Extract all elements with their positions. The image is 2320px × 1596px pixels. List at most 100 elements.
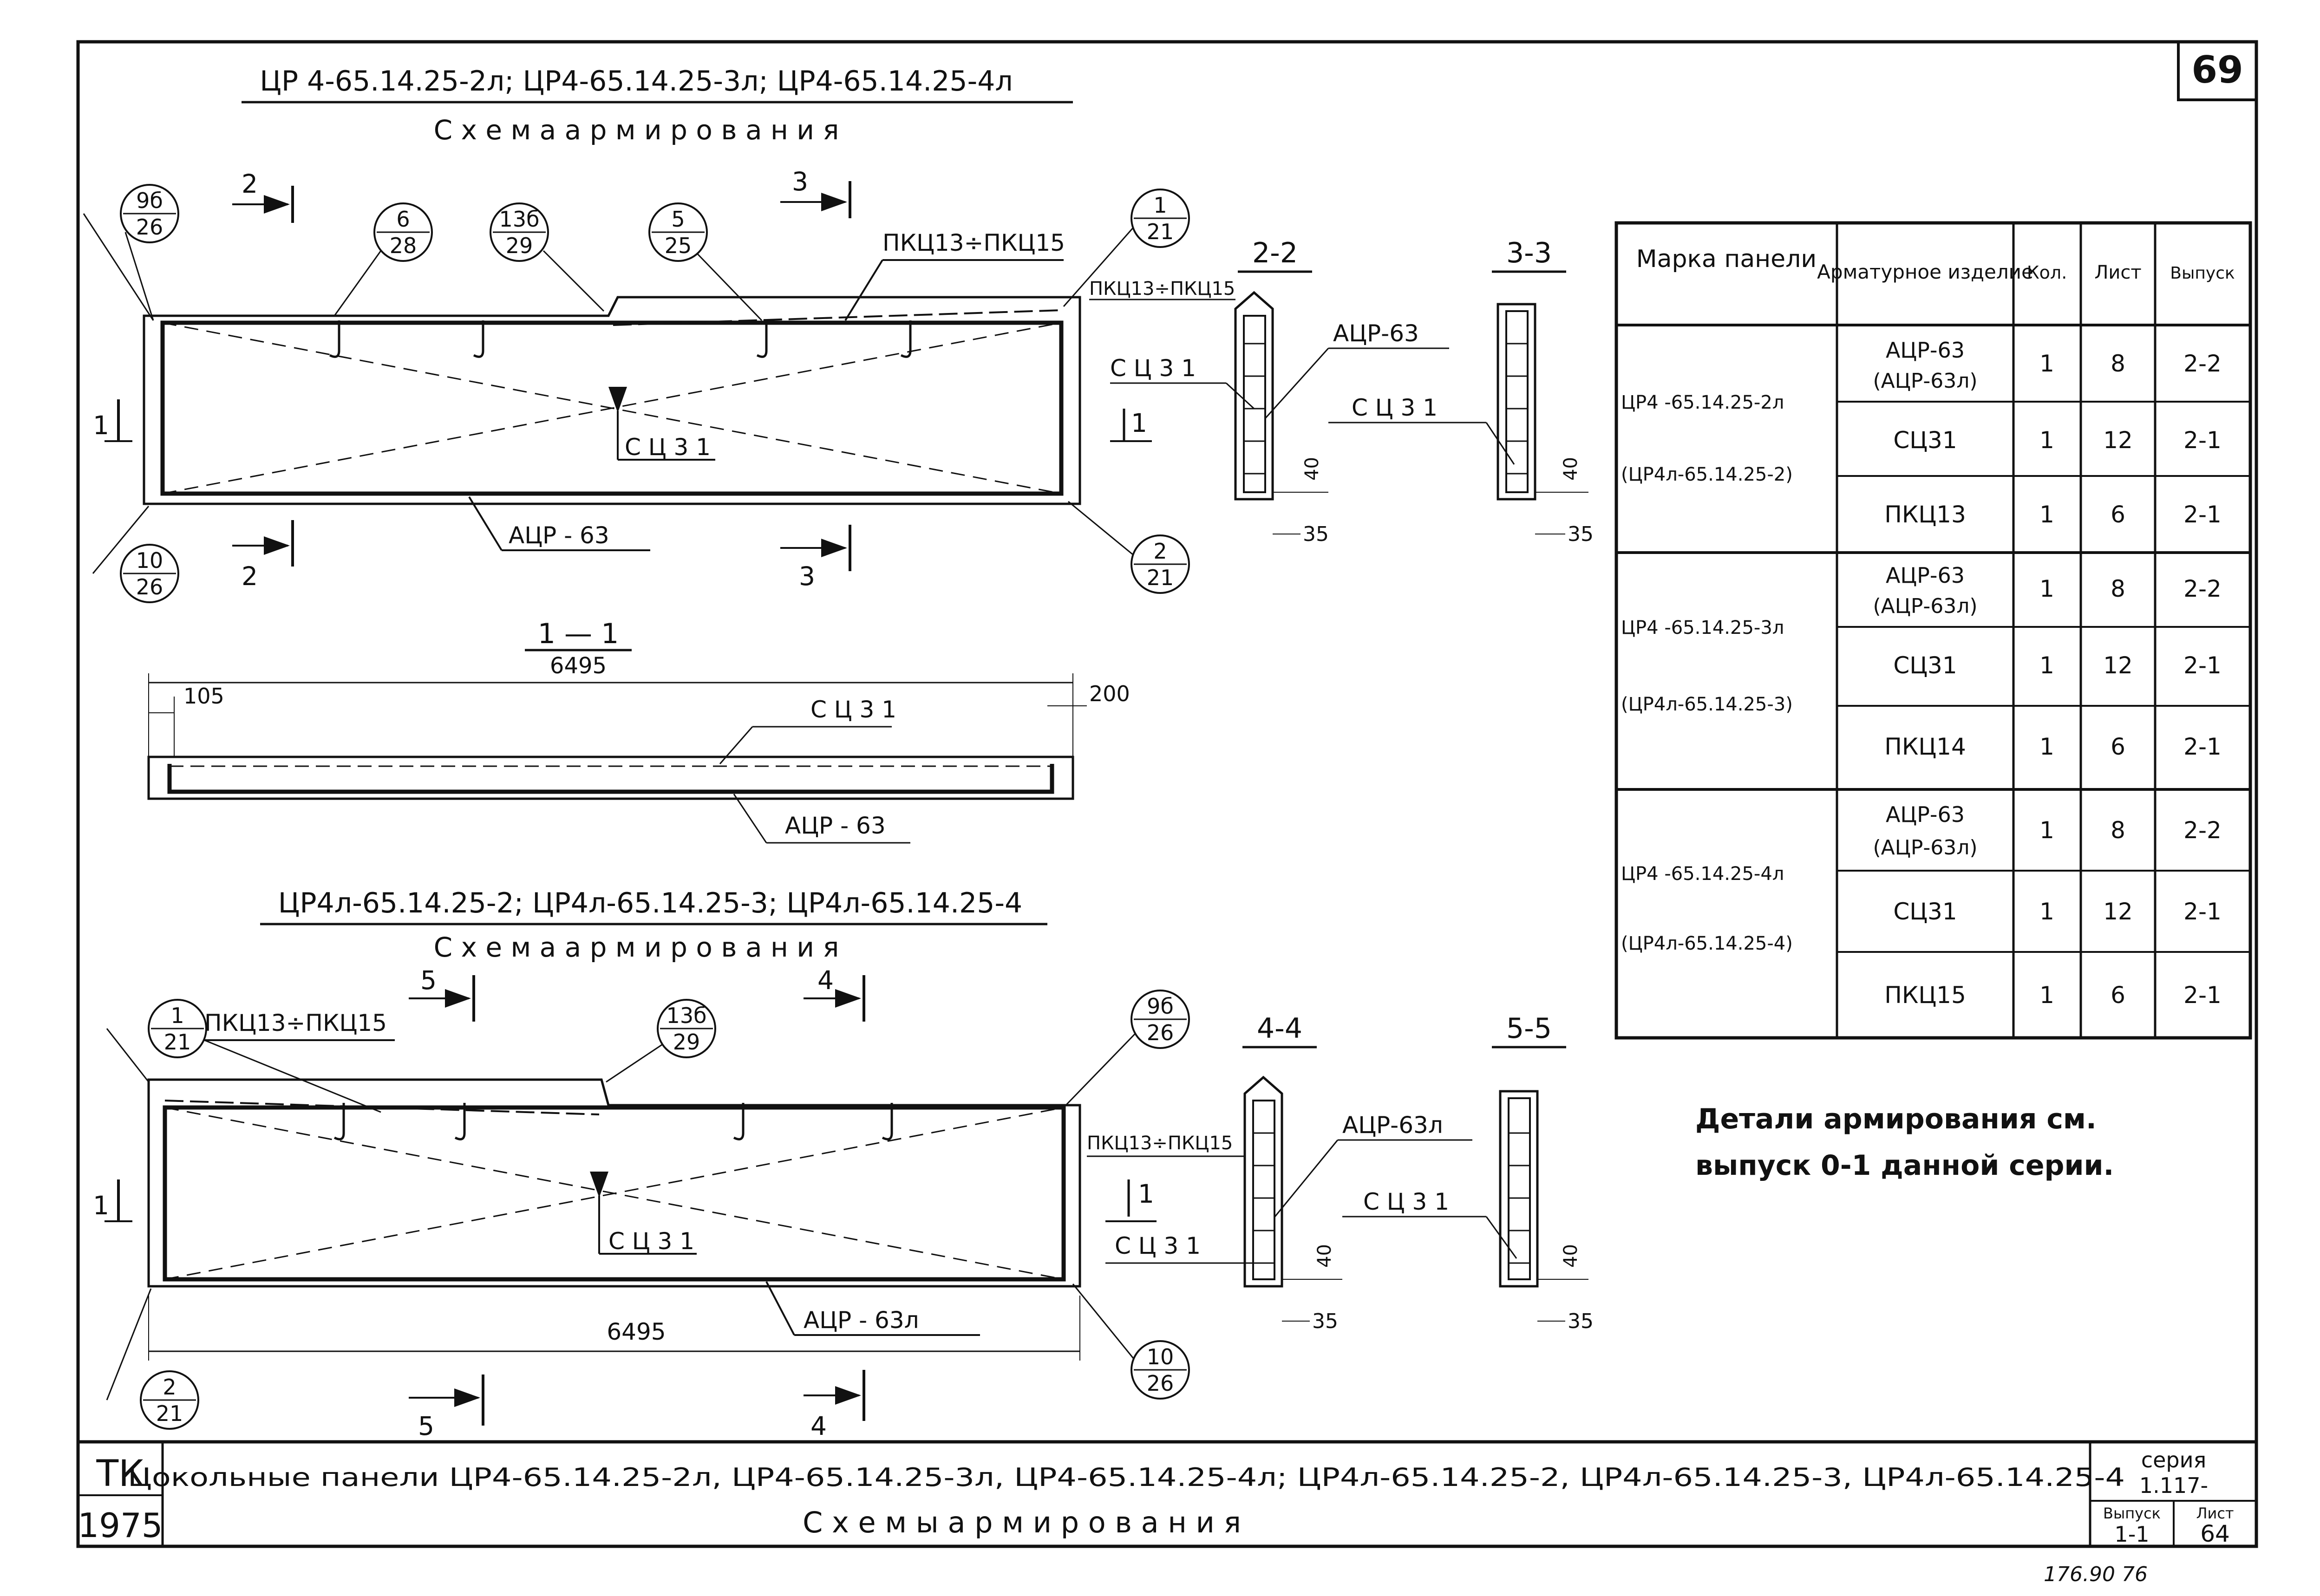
sec55-sc31-label: С Ц 3 1	[1363, 1188, 1449, 1215]
table-header-mark: Марка панели	[1636, 245, 1817, 273]
table-mark-alt: (ЦР4л-65.14.25-3)	[1621, 694, 1793, 715]
callout-top-10: 10 26	[92, 506, 179, 603]
section-4-4: 4-4 ПКЦ13÷ПКЦ15 1 С Ц 3 1 АЦР-63л 40 35	[1087, 1012, 1472, 1333]
section-1-1-title: 1 — 1	[538, 618, 619, 650]
cut-1-label-sec44: 1	[1138, 1179, 1154, 1209]
callout-top-2: 2 21	[1068, 501, 1190, 594]
sheet-value: 64	[2200, 1520, 2230, 1547]
table-header-item: Арматурное изделие	[1817, 261, 2033, 283]
top-panel-outline	[143, 296, 1081, 505]
table-sheet: 12	[2103, 898, 2133, 925]
callout-number: 5	[671, 207, 685, 232]
table-mark-alt: (ЦР4л-65.14.25-4)	[1621, 933, 1793, 954]
table-item: СЦ31	[1893, 427, 1957, 454]
top-loop-2	[473, 320, 484, 358]
sheet-subtitle: С х е м ы а р м и р о в а н и я	[803, 1505, 1241, 1539]
callout-bottom-10: 10 26	[1072, 1283, 1190, 1400]
table-item: АЦР-63	[1886, 802, 1965, 827]
bottom-panel-cage	[163, 1105, 1066, 1282]
table-issue: 2-2	[2183, 817, 2222, 844]
bottom-sc31-label: С Ц 3 1	[608, 1228, 694, 1255]
callout-sheet: 26	[136, 215, 163, 240]
callout-number: 1	[1153, 193, 1167, 218]
sec33-dim-40: 40	[1560, 457, 1582, 481]
callout-sheet: 21	[1147, 219, 1174, 244]
section-1-1-acr63: АЦР - 63	[785, 812, 886, 839]
callout-bottom-1: 1 21	[106, 999, 207, 1082]
top-loop-3	[756, 320, 768, 358]
top-title: ЦР 4-65.14.25-2л; ЦР4-65.14.25-3л; ЦР4-6…	[260, 65, 1013, 98]
sec22-pkc-label: ПКЦ13÷ПКЦ15	[1089, 278, 1235, 300]
table-mark-alt: (ЦР4л-65.14.25-2)	[1621, 464, 1793, 485]
cut-2-label-b: 2	[242, 561, 258, 591]
sec44-dim-40: 40	[1314, 1244, 1335, 1268]
bottom-loop-4	[882, 1103, 893, 1140]
table-item: ПКЦ13	[1884, 501, 1966, 528]
callout-number: 10	[1147, 1344, 1174, 1369]
section-1-1-dim-105: 105	[183, 684, 224, 709]
org-code: ТК	[96, 1453, 144, 1495]
table-sheet: 8	[2111, 817, 2125, 844]
callout-top-13b: 13б 29	[490, 202, 605, 312]
table-mark: ЦР4 -65.14.25-4л	[1621, 863, 1784, 885]
bottom-panel-pkc-bar	[164, 1100, 600, 1115]
table-issue: 2-1	[2183, 652, 2222, 679]
table-item-alt: (АЦР-63л)	[1873, 594, 1977, 618]
top-acr63-label: АЦР - 63	[509, 522, 609, 549]
section-5-5-title: 5-5	[1506, 1012, 1552, 1045]
table-issue: 2-1	[2183, 427, 2222, 454]
bottom-pkc-label: ПКЦ13÷ПКЦ15	[204, 1010, 387, 1036]
callout-number: 2	[1153, 539, 1167, 564]
table-item-alt: (АЦР-63л)	[1873, 369, 1977, 393]
callout-sheet: 26	[136, 574, 163, 599]
table-mark: ЦР4 -65.14.25-3л	[1621, 617, 1784, 638]
callout-number: 13б	[667, 1003, 707, 1028]
callout-sheet: 25	[665, 233, 692, 258]
table-item: ПКЦ15	[1884, 982, 1966, 1009]
callout-sheet: 21	[156, 1401, 183, 1426]
section-1-1-dim-200: 200	[1089, 681, 1130, 706]
table-sheet: 6	[2111, 733, 2125, 760]
bottom-panel-drawing: С Ц 3 1 АЦР - 63л ПКЦ13÷ПКЦ15 6495 1 5 5…	[93, 965, 1081, 1441]
series-label: серия	[2141, 1447, 2206, 1472]
table-item: АЦР-63	[1886, 338, 1965, 363]
section-2-2-title: 2-2	[1252, 237, 1298, 269]
callout-number: 9б	[1147, 994, 1174, 1019]
sec22-acr63-label: АЦР-63	[1333, 320, 1419, 347]
top-pkc-label: ПКЦ13÷ПКЦ15	[882, 229, 1065, 256]
sec22-dim-35: 35	[1303, 522, 1329, 546]
callout-sheet: 21	[1147, 565, 1174, 590]
sec55-dim-40: 40	[1560, 1244, 1582, 1268]
table-issue: 2-1	[2183, 898, 2222, 925]
sec22-dim-40: 40	[1301, 457, 1323, 481]
table-issue: 2-1	[2183, 733, 2222, 760]
bottom-loop-3	[733, 1103, 745, 1140]
cut-4-label-b: 4	[810, 1411, 827, 1441]
callout-bottom-2: 2 21	[106, 1288, 199, 1430]
table-qty: 1	[2039, 652, 2054, 679]
table-qty: 1	[2039, 350, 2054, 377]
section-1-1-length: 6495	[550, 653, 607, 679]
top-panel-drawing: С Ц 3 1 АЦР - 63 ПКЦ13÷ПКЦ15 1 2 2 3 3	[93, 167, 1081, 591]
table-issue: 2-1	[2183, 982, 2222, 1009]
table-qty: 1	[2039, 733, 2054, 760]
bottom-panel-outline	[147, 1078, 1081, 1288]
cut-5-label-b: 5	[418, 1411, 434, 1441]
table-header-mark-text: Марка панели	[1636, 245, 1817, 273]
page-number: 69	[2191, 48, 2243, 91]
table-issue: 2-1	[2183, 501, 2222, 528]
page-number-box	[2177, 40, 2258, 101]
sec44-sc31-label: С Ц 3 1	[1115, 1232, 1201, 1259]
series-value: 1.117-	[2139, 1473, 2208, 1498]
table-sheet: 8	[2111, 350, 2125, 377]
callout-number: 10	[136, 548, 163, 573]
section-1-1-sc31: С Ц 3 1	[810, 696, 896, 723]
cut-1-label-bottom: 1	[93, 1191, 109, 1220]
sheet-frame	[76, 40, 2258, 1548]
callout-sheet: 21	[164, 1029, 191, 1055]
cut-1-label-sec: 1	[1131, 408, 1147, 438]
cut-1-label-top: 1	[93, 410, 109, 440]
callout-number: 1	[170, 1003, 184, 1028]
cut-5-label-a: 5	[420, 965, 437, 995]
cut-3-label-b: 3	[799, 561, 815, 591]
